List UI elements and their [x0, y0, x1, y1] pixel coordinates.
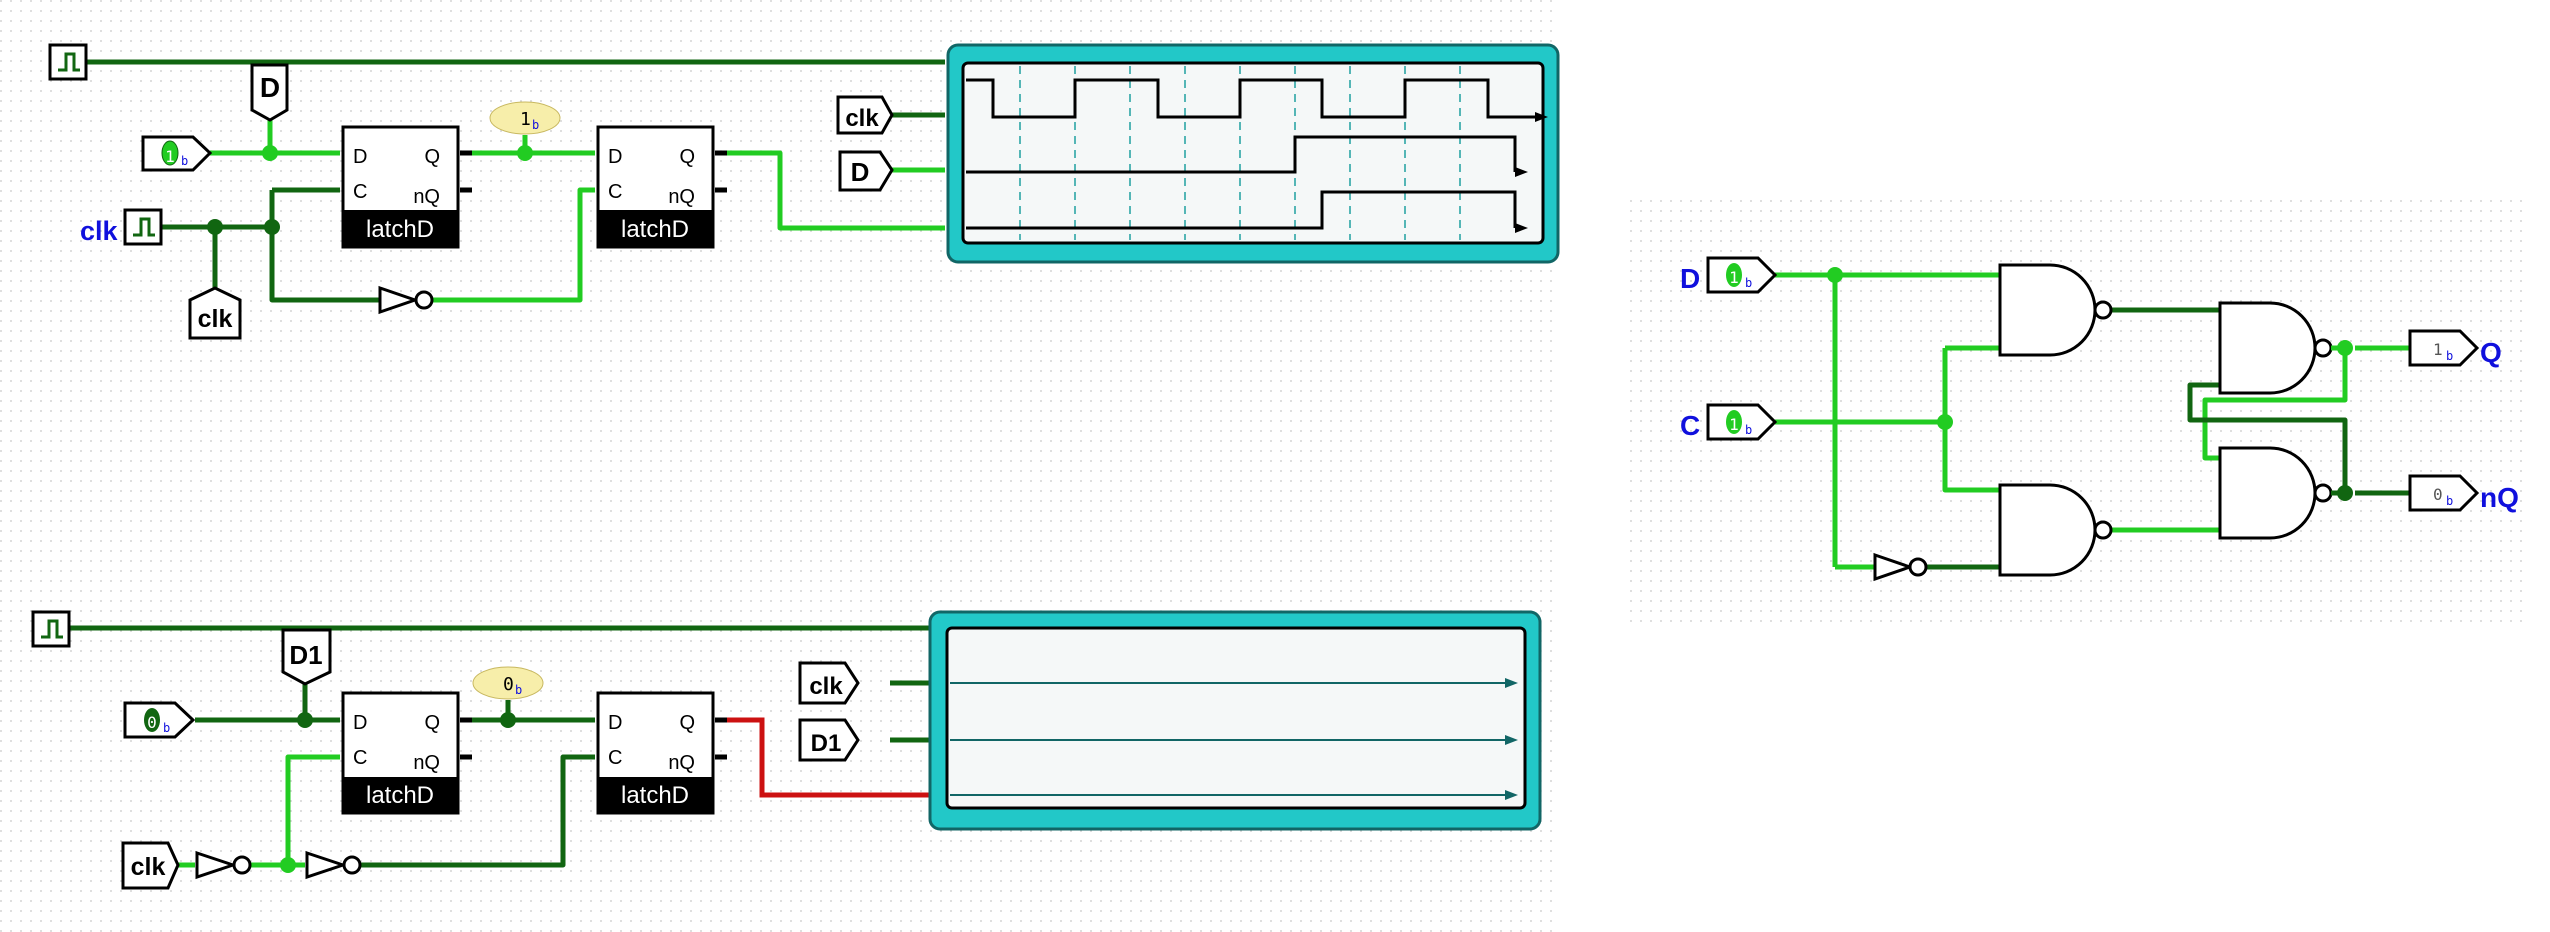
latch-pin-c: C	[608, 181, 622, 203]
latch-pin-nq: nQ	[668, 186, 695, 208]
not-gate[interactable]	[378, 285, 434, 315]
clk-pin-label: clk	[80, 216, 119, 246]
input-pin-value: 1	[1729, 415, 1739, 434]
tunnel-clk[interactable]: clk	[188, 286, 242, 340]
nand-gate[interactable]	[2218, 301, 2333, 395]
latch-name: latchD	[621, 216, 689, 243]
output-pin-value: 1	[2433, 340, 2443, 359]
latchd-component[interactable]: D C Q nQ latchD	[341, 691, 460, 815]
output-pin-subscript: b	[2446, 494, 2453, 508]
clock-source-icon[interactable]	[123, 208, 163, 246]
input-pin-value: 1	[1729, 268, 1739, 287]
tunnel-d-label: D	[260, 72, 280, 103]
input-pin-subscript: b	[1745, 423, 1752, 437]
tunnel-clk-label: clk	[198, 305, 233, 333]
nand-gate[interactable]	[1998, 263, 2113, 357]
tunnel-scope-clk[interactable]: clk	[836, 95, 894, 135]
probe-value: 0	[503, 674, 514, 695]
probe-subscript: b	[515, 683, 522, 697]
input-pin-value: 0	[147, 713, 157, 732]
input-pin[interactable]: 1 b	[141, 135, 213, 172]
latch-pin-q: Q	[679, 712, 695, 734]
input-pin[interactable]: 0 b	[123, 701, 196, 739]
latch-pin-c: C	[608, 747, 622, 769]
latch-pin-d: D	[353, 146, 367, 168]
latch-implementation: D 1 b C 1 b	[1680, 256, 2519, 582]
not-gate[interactable]	[305, 850, 362, 880]
latch-pin-c: C	[353, 181, 367, 203]
latch-pin-c: C	[353, 747, 367, 769]
latch-pin-q: Q	[424, 712, 440, 734]
latch-pin-q: Q	[679, 146, 695, 168]
scope-channel-label: clk	[845, 105, 879, 132]
tunnel-d1-label: D1	[289, 640, 322, 670]
nand-gate[interactable]	[1998, 483, 2113, 577]
scope-channel-label: clk	[809, 673, 843, 700]
nand-gate[interactable]	[2218, 446, 2333, 540]
latch-name: latchD	[621, 782, 689, 809]
not-gate[interactable]	[195, 850, 252, 880]
latchd-component[interactable]: D C Q nQ latchD	[596, 125, 715, 249]
pin-label-nq: nQ	[2480, 482, 2519, 513]
latch-pin-q: Q	[424, 146, 440, 168]
tunnel-d[interactable]: D	[250, 63, 289, 122]
top-circuit: clk 1 b D clk D C Q nQ latchD	[48, 43, 1560, 340]
input-pin-subscript: b	[1745, 276, 1752, 290]
oscilloscope[interactable]	[946, 43, 1560, 264]
input-pin-c[interactable]: 1 b	[1706, 403, 1778, 441]
pin-label-d: D	[1680, 263, 1700, 294]
latch-pin-nq: nQ	[413, 186, 440, 208]
latchd-component[interactable]: D C Q nQ latchD	[341, 125, 460, 249]
tunnel-d1[interactable]: D1	[281, 628, 332, 686]
scope-channel-label: D	[851, 157, 870, 187]
output-pin-q[interactable]: 1 b	[2408, 329, 2480, 367]
not-gate[interactable]	[1873, 552, 1928, 582]
latch-name: latchD	[366, 216, 434, 243]
tunnel-clk-label: clk	[131, 853, 166, 881]
output-pin-nq[interactable]: 0 b	[2408, 474, 2480, 512]
input-pin-subscript: b	[163, 721, 170, 735]
input-pin-value: 1	[165, 147, 175, 166]
tunnel-scope-d[interactable]: D	[838, 150, 894, 192]
latch-pin-nq: nQ	[668, 752, 695, 774]
input-pin-subscript: b	[181, 154, 188, 168]
output-pin-subscript: b	[2446, 349, 2453, 363]
probe[interactable]: 0 b	[472, 666, 544, 700]
pin-label-q: Q	[2480, 337, 2502, 368]
latch-pin-d: D	[608, 146, 622, 168]
bottom-circuit: 0 b D1 clk D C Q nQ la	[31, 610, 1542, 890]
latchd-component[interactable]: D C Q nQ latchD	[596, 691, 715, 815]
latch-pin-d: D	[353, 712, 367, 734]
latch-name: latchD	[366, 782, 434, 809]
scope-channel-label: D1	[811, 730, 842, 757]
probe[interactable]: 1 b	[489, 101, 561, 135]
tunnel-scope-d1[interactable]: D1	[798, 718, 860, 762]
output-pin-value: 0	[2433, 485, 2443, 504]
clock-source-icon[interactable]	[31, 610, 71, 648]
input-pin-d[interactable]: 1 b	[1706, 256, 1778, 294]
pin-label-c: C	[1680, 410, 1700, 441]
latch-pin-nq: nQ	[413, 752, 440, 774]
clock-source-icon[interactable]	[48, 43, 88, 81]
tunnel-clk[interactable]: clk	[121, 841, 180, 890]
oscilloscope[interactable]	[928, 610, 1542, 831]
probe-value: 1	[520, 109, 531, 130]
tunnel-scope-clk[interactable]: clk	[798, 661, 860, 705]
latch-pin-d: D	[608, 712, 622, 734]
probe-subscript: b	[532, 118, 539, 132]
